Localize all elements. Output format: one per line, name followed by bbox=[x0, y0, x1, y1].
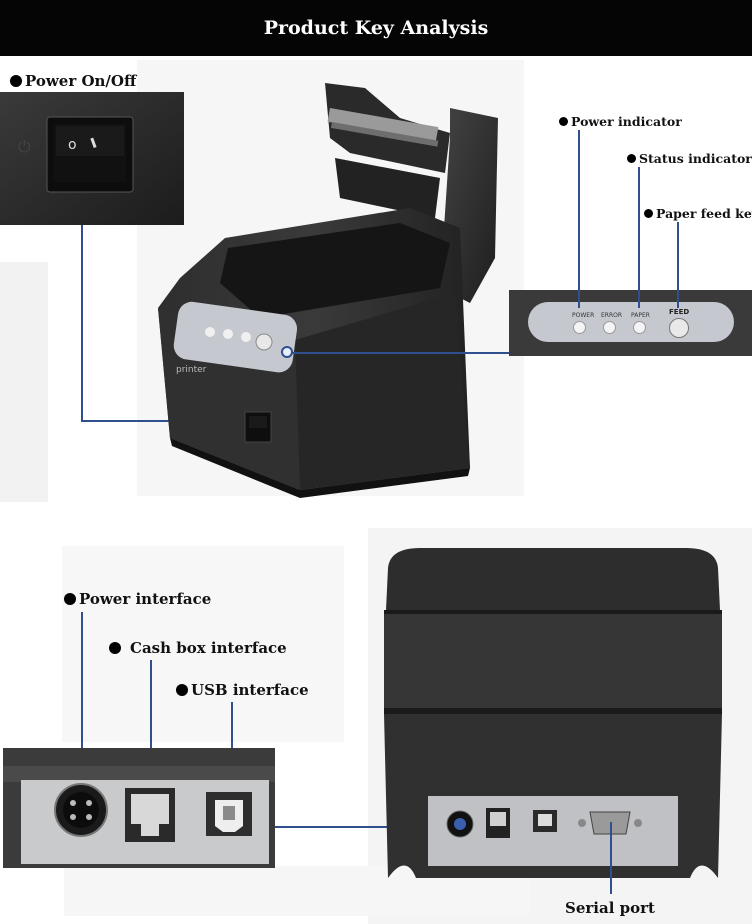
panel-error-text: ERROR bbox=[601, 312, 623, 319]
leader-line bbox=[150, 660, 152, 798]
power-switch-label: Power On/Off bbox=[10, 72, 136, 90]
bullet-icon bbox=[109, 641, 121, 654]
callout-marker bbox=[281, 346, 293, 358]
power-indicator-label: Power indicator bbox=[559, 114, 682, 129]
leader-line bbox=[638, 167, 640, 308]
bullet-icon bbox=[644, 208, 653, 218]
bullet-icon bbox=[176, 683, 188, 696]
status-indicator-label: Status indicator bbox=[627, 151, 752, 166]
leader-line bbox=[81, 420, 249, 422]
svg-text:o: o bbox=[68, 137, 77, 153]
backdrop-left bbox=[0, 262, 48, 502]
leader-line bbox=[610, 822, 612, 894]
cash-box-interface-label: Cash box interface bbox=[109, 639, 287, 657]
panel-feed-text: FEED bbox=[669, 308, 690, 316]
panel-paper-text: PAPER bbox=[631, 312, 650, 319]
printer-rear-image bbox=[384, 548, 722, 878]
power-led bbox=[573, 321, 586, 334]
page-title: Product Key Analysis bbox=[0, 0, 752, 56]
paper-led bbox=[633, 321, 646, 334]
error-led bbox=[603, 321, 616, 334]
printer-front-image: printer bbox=[158, 83, 498, 498]
feed-button[interactable] bbox=[669, 318, 689, 338]
bullet-icon bbox=[10, 74, 22, 87]
control-panel-closeup: POWER ERROR PAPER FEED bbox=[509, 290, 752, 356]
panel-power-text: POWER bbox=[572, 312, 595, 319]
printer-brand-label: printer bbox=[176, 365, 207, 375]
bullet-icon bbox=[627, 153, 636, 163]
control-panel bbox=[528, 302, 734, 342]
ports-closeup bbox=[3, 748, 275, 868]
bullet-icon bbox=[64, 592, 76, 605]
usb-interface-label: USB interface bbox=[176, 681, 309, 699]
leader-line bbox=[578, 130, 580, 308]
leader-line bbox=[81, 612, 83, 800]
leader-line bbox=[287, 352, 509, 354]
bullet-icon bbox=[559, 116, 568, 126]
leader-line bbox=[275, 826, 455, 828]
paper-feed-key-label: Paper feed key bbox=[644, 206, 752, 221]
power-switch-closeup: o ⏻ bbox=[0, 92, 184, 225]
serial-port-label: Serial port bbox=[565, 899, 655, 917]
power-interface-label: Power interface bbox=[64, 590, 211, 608]
leader-line bbox=[677, 222, 679, 308]
svg-text:⏻: ⏻ bbox=[18, 137, 31, 156]
leader-line bbox=[81, 225, 83, 421]
